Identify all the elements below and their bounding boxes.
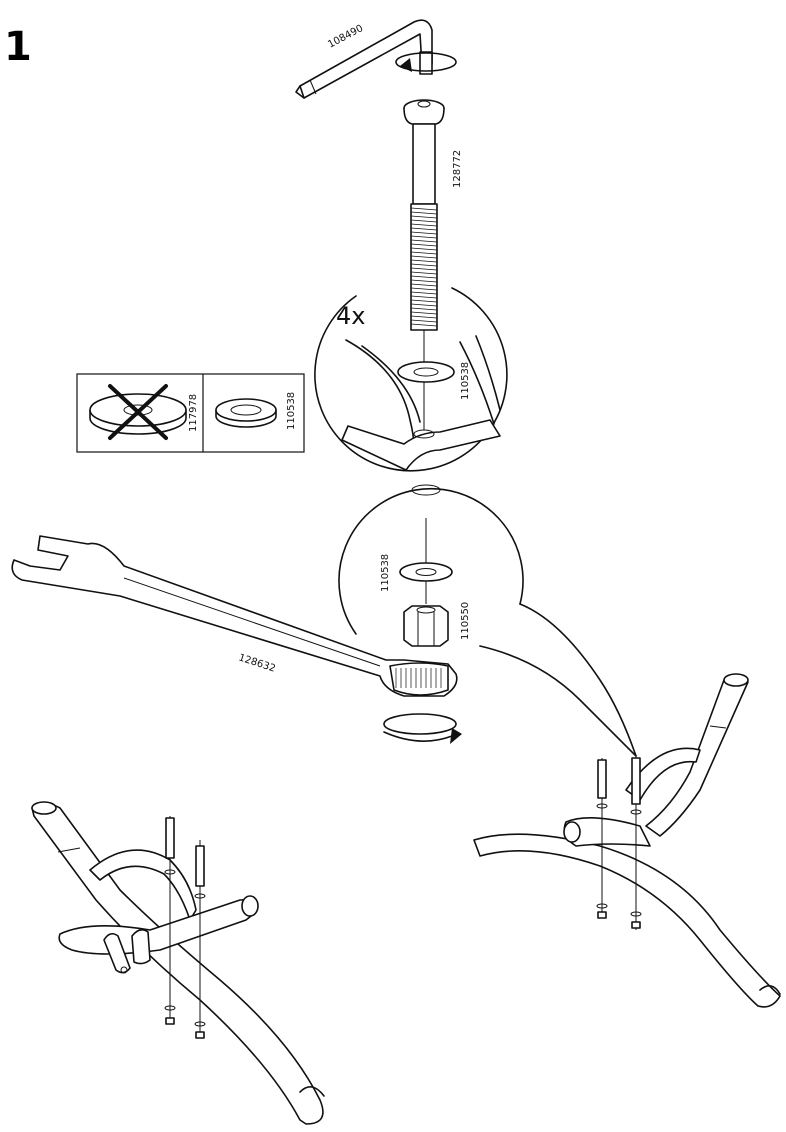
wrench-part-number: 128632 bbox=[237, 652, 277, 674]
bolt-part-number: 128772 bbox=[452, 150, 463, 188]
correct-washer-part-number: 110538 bbox=[286, 392, 297, 430]
wrench bbox=[11, 535, 458, 697]
bolt bbox=[403, 99, 445, 331]
step-number: 1 bbox=[4, 24, 32, 70]
washer-part-number-top: 110538 bbox=[460, 362, 471, 400]
wrong-washer bbox=[89, 393, 187, 435]
base-frame-right bbox=[473, 673, 781, 1008]
washer-part-number-bottom: 110538 bbox=[380, 554, 391, 592]
washer-comparison-box bbox=[76, 373, 305, 453]
base-frame-left bbox=[31, 801, 325, 1125]
nut-part-number: 110550 bbox=[460, 602, 471, 640]
detail-circle-top bbox=[314, 287, 508, 496]
rotate-arrow-icon bbox=[395, 52, 457, 72]
not-allowed-cross-icon bbox=[108, 384, 168, 440]
wrong-washer-part-number: 117978 bbox=[188, 394, 199, 432]
quantity-label: 4x bbox=[336, 302, 365, 330]
rotate-arrow-icon-wrench bbox=[383, 713, 462, 744]
correct-washer bbox=[215, 398, 277, 428]
hex-key-part-number: 108490 bbox=[326, 23, 365, 51]
detail-circle-bottom bbox=[338, 487, 637, 757]
hex-key bbox=[295, 19, 433, 99]
